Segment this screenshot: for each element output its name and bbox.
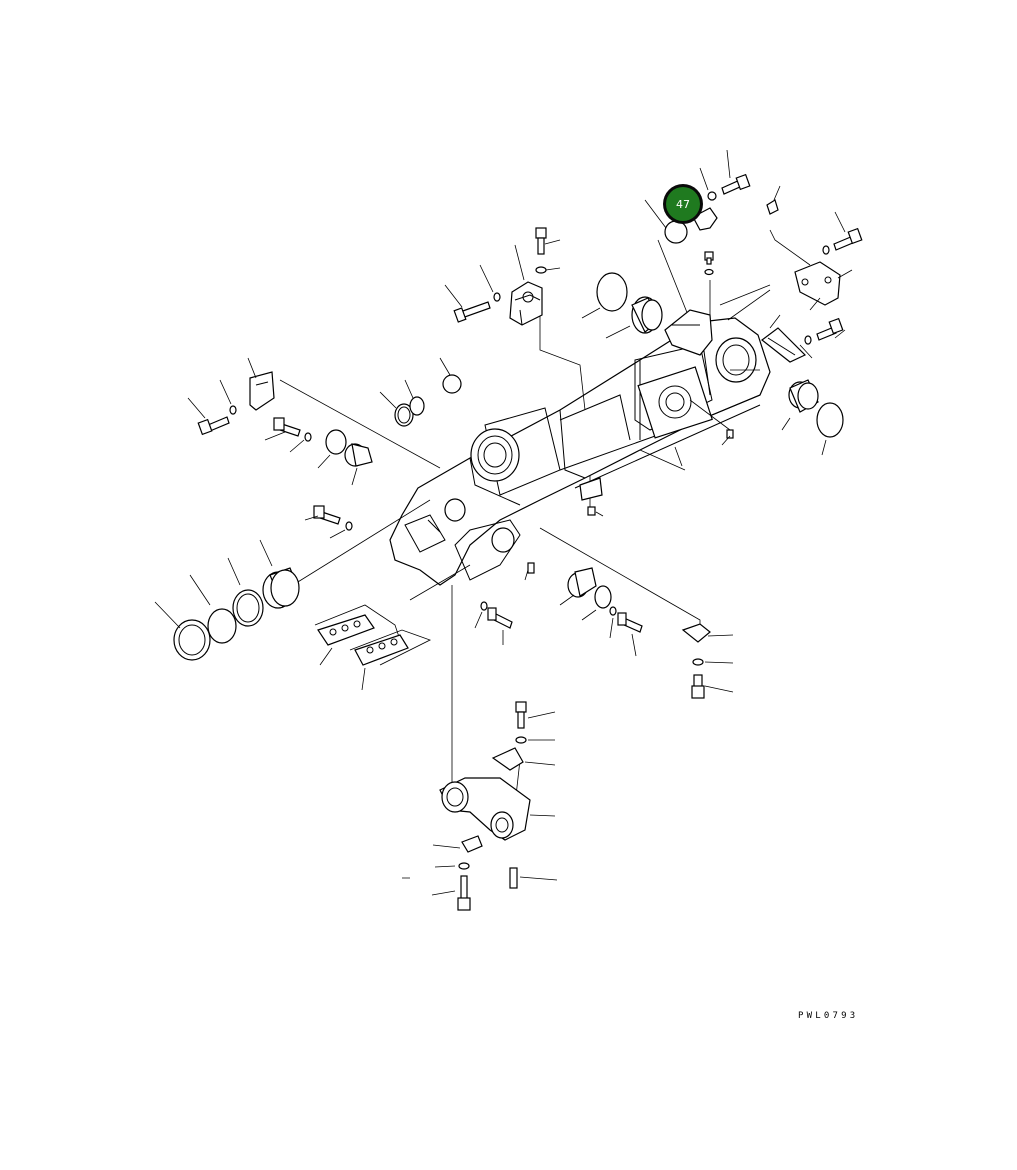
tab-plate[interactable] — [681, 623, 711, 643]
washer — [822, 245, 830, 255]
bolt-top-right[interactable] — [721, 173, 751, 195]
track-frame[interactable] — [389, 317, 771, 586]
link-bore — [444, 498, 515, 553]
washer — [804, 335, 812, 345]
snap-ring[interactable] — [207, 608, 237, 644]
bolt-left-lower[interactable] — [313, 505, 341, 525]
spacer-ring[interactable] — [394, 403, 414, 427]
bolt-top-left[interactable] — [453, 301, 491, 323]
bolt-right-lower[interactable] — [691, 674, 705, 699]
clip-bracket[interactable] — [249, 371, 275, 411]
rock-guard-strip[interactable] — [349, 629, 432, 666]
washer — [515, 736, 527, 744]
cover-plate-bottom[interactable] — [491, 747, 524, 771]
leader-lines — [279, 229, 811, 806]
washer — [692, 658, 704, 666]
washer — [480, 601, 488, 611]
washer — [229, 405, 237, 415]
washer — [535, 266, 547, 274]
dowel-pin[interactable] — [509, 867, 518, 889]
rear-bore — [715, 337, 757, 383]
bracket-small — [579, 477, 603, 501]
bushing-small[interactable] — [442, 374, 462, 394]
bushing[interactable] — [631, 296, 663, 334]
cover-plate[interactable] — [664, 309, 713, 356]
washer — [609, 606, 617, 616]
drawing-code: PWL0793 — [798, 1011, 859, 1021]
washer — [304, 432, 312, 442]
bolt-center[interactable] — [527, 562, 535, 574]
washer — [493, 292, 501, 302]
o-ring[interactable] — [409, 396, 425, 416]
washer — [707, 191, 717, 201]
front-bore — [470, 428, 520, 482]
link-arm[interactable] — [439, 777, 531, 841]
lock-washer[interactable] — [594, 585, 612, 609]
small-block[interactable] — [766, 199, 779, 215]
wedge-guard[interactable] — [761, 327, 807, 363]
bolt-center-left[interactable] — [487, 607, 513, 629]
bolt-right-mid[interactable] — [816, 317, 844, 341]
washer — [458, 862, 470, 870]
washer — [704, 268, 714, 276]
pillow-block[interactable] — [509, 281, 543, 326]
rock-guard-strip[interactable] — [314, 604, 401, 646]
bottom-bolt[interactable] — [515, 701, 527, 729]
bolt-right-upper[interactable] — [833, 227, 863, 251]
seal-disc-right[interactable] — [816, 402, 844, 438]
callout-badge-47[interactable]: 47 — [663, 184, 703, 224]
bolt-center-right[interactable] — [617, 612, 643, 633]
callout-leaders — [154, 149, 853, 896]
bearing-cup[interactable] — [788, 379, 819, 413]
small-bolt[interactable] — [704, 251, 714, 265]
bolt-left-mid[interactable] — [273, 417, 301, 437]
flange-cap[interactable] — [567, 567, 597, 598]
small-clip[interactable] — [461, 835, 483, 853]
cap-plate[interactable] — [692, 207, 718, 231]
washer — [345, 521, 353, 531]
seal-ring-left[interactable] — [232, 589, 264, 627]
seal-ring[interactable] — [596, 272, 628, 312]
retaining-ring-large[interactable] — [173, 619, 211, 661]
bolt-vertical[interactable] — [535, 227, 547, 255]
callout-number: 47 — [676, 198, 690, 211]
pin-cap[interactable] — [344, 443, 373, 467]
long-bolt[interactable] — [457, 875, 471, 911]
mounting-flange — [637, 366, 713, 439]
shim-disc[interactable] — [664, 220, 688, 244]
guard-bracket[interactable] — [794, 261, 841, 306]
bolt-left-upper[interactable] — [197, 416, 230, 436]
plug — [587, 506, 596, 516]
gear-washer[interactable] — [325, 429, 347, 455]
grease-nipple — [726, 429, 734, 439]
bearing-collar[interactable] — [262, 567, 300, 609]
